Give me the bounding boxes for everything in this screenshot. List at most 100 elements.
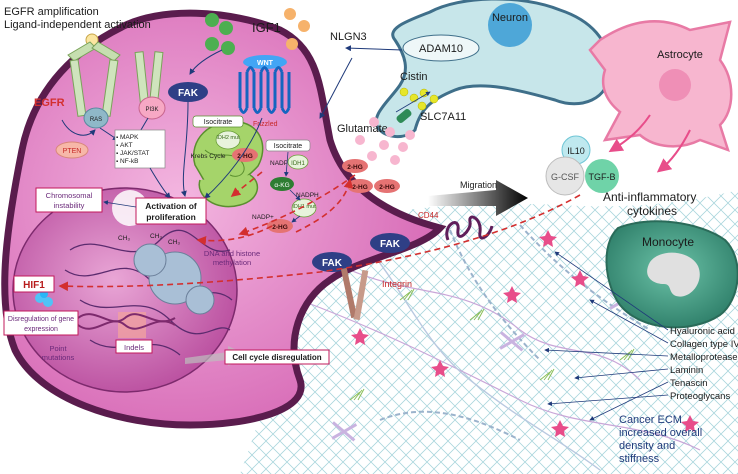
twohg-ext-label: 2-HG — [347, 164, 363, 171]
twohg-ext-label: 2-HG — [379, 184, 395, 191]
nucleus — [12, 187, 238, 393]
krebs-label: Krebs Cycle — [190, 153, 225, 160]
cancer-ecm-line: Cancer ECM — [619, 414, 682, 426]
svg-text:▪: ▪ — [116, 151, 118, 157]
idh1-label: IDH1 — [291, 161, 305, 167]
tenascin-stars — [351, 230, 699, 437]
twohg-ext-node — [374, 179, 400, 193]
disregulation-label-2: expression — [24, 326, 58, 333]
monocyte-nucleus — [647, 252, 700, 297]
fak-node — [312, 252, 352, 272]
indel-patch — [118, 312, 146, 338]
igf1-label: IGF1 — [252, 20, 281, 35]
svg-text:▪: ▪ — [116, 143, 118, 149]
twohg-ext-node — [347, 179, 373, 193]
ecm-item: Proteoglycans — [670, 391, 730, 402]
ch3-mark: CH₃ — [168, 239, 180, 246]
cancer-ecm-line: increased overall — [619, 427, 702, 439]
neuron-nucleus — [488, 3, 532, 47]
wnt-label: WNT — [257, 60, 274, 67]
astrocyte-label: Astrocyte — [657, 49, 703, 61]
ch3-mark: CH₃ — [118, 235, 130, 242]
integrin-label: Integrin — [382, 279, 412, 289]
cd44-receptor — [445, 215, 494, 241]
tgfb-label: TGF-B — [589, 172, 616, 182]
tgfb-node — [585, 159, 619, 193]
idh2-mut-label: IDH2 mut — [216, 135, 240, 141]
ras-label: RAS — [90, 117, 102, 123]
dna-strand — [77, 320, 176, 330]
il10-label: IL10 — [567, 146, 585, 156]
activation-label-2: proliferation — [146, 212, 196, 222]
migration-label: Migration — [460, 180, 497, 190]
pi3k-node — [138, 96, 166, 120]
isocitrate-label: Isocitrate — [274, 143, 303, 150]
adam10-node — [402, 34, 480, 62]
proteoglycan-sprigs — [349, 288, 635, 401]
gcsf-node — [545, 156, 585, 196]
twohg-mito-label: 2-HG — [237, 153, 253, 160]
fak-node — [370, 233, 410, 253]
ras-node — [83, 107, 109, 129]
ecm-item: Laminin — [670, 365, 703, 376]
mitochondrion-lower — [198, 174, 259, 208]
twohg-cyto-label: 2-HG — [272, 224, 288, 231]
slc7a11-label: SLC7A11 — [420, 111, 466, 123]
migration-arrow — [428, 180, 528, 216]
twohg-mito-node — [232, 148, 258, 162]
pathway-item: AKT — [120, 142, 133, 149]
twohg-ext-label: 2-HG — [352, 184, 368, 191]
chromosomal-label-2: instability — [54, 201, 85, 210]
cell-cycle-box — [224, 349, 330, 365]
gene-dysregulation-box — [3, 310, 79, 336]
nadph-label: NADPH — [296, 192, 319, 199]
astrocyte-nucleus — [659, 69, 691, 101]
histone-cluster — [133, 243, 167, 277]
fak-node — [168, 82, 208, 102]
anti-inflammatory-label-2: cytokines — [627, 204, 677, 218]
twohg-cyto-node — [267, 219, 293, 233]
cistin-label: Cistin — [400, 71, 428, 83]
indels-label: Indels — [124, 343, 144, 352]
nadp-label-1: NADP+ — [270, 160, 292, 167]
cancer-ecm-line: density and — [619, 440, 675, 452]
slc7a11-transporter — [396, 109, 412, 123]
activation-proliferation-box — [135, 197, 207, 225]
svg-text:▪: ▪ — [116, 135, 118, 141]
svg-text:▪: ▪ — [116, 159, 118, 165]
pathway-item: JAK/STAT — [120, 150, 149, 157]
igf1-ligands — [205, 8, 310, 55]
ecm-item: Tenascin — [670, 378, 708, 389]
dna-methylation-label-1: DNA and histone — [204, 249, 260, 258]
akg-label: α-KG — [274, 182, 289, 189]
cancer-ecm-line: stiffness — [619, 453, 660, 465]
ecm-item: Hyaluronic acid — [670, 326, 735, 337]
hif1-box — [13, 275, 55, 293]
pathways-box — [114, 129, 166, 169]
fak-label: FAK — [322, 258, 343, 269]
chromosomal-instability-box — [35, 187, 103, 213]
cistin-molecules — [399, 87, 439, 111]
cell-cycle-label: Cell cycle disregulation — [232, 353, 321, 362]
pten-node — [55, 141, 89, 159]
chromosomal-label-1: Chromosomal — [46, 191, 93, 200]
hif1-label: HIF1 — [23, 280, 45, 291]
wnt-ligand — [243, 55, 287, 69]
cancer-ecm-note: Cancer ECM increased overall density and… — [619, 414, 702, 465]
egfr-receptors — [67, 33, 164, 117]
neuron-label: Neuron — [492, 12, 528, 24]
pathway-item: NF-kB — [120, 158, 138, 165]
frizzled-label: Frizzled — [253, 121, 278, 128]
dna-methylation-label-2: methylation — [213, 258, 251, 267]
ecm-item: Collagen type IV — [670, 339, 738, 350]
isocitrate-box — [265, 139, 311, 152]
neuron-cell — [374, 0, 612, 138]
glutamate-label: Glutamate — [337, 123, 388, 135]
header-line1: EGFR amplification — [4, 6, 99, 18]
egfr-label: EGFR — [34, 97, 65, 109]
pathway-item: MAPK — [120, 134, 139, 141]
twohg-ext-node — [342, 159, 368, 173]
header-line2: Ligand-independent activation — [4, 19, 151, 31]
